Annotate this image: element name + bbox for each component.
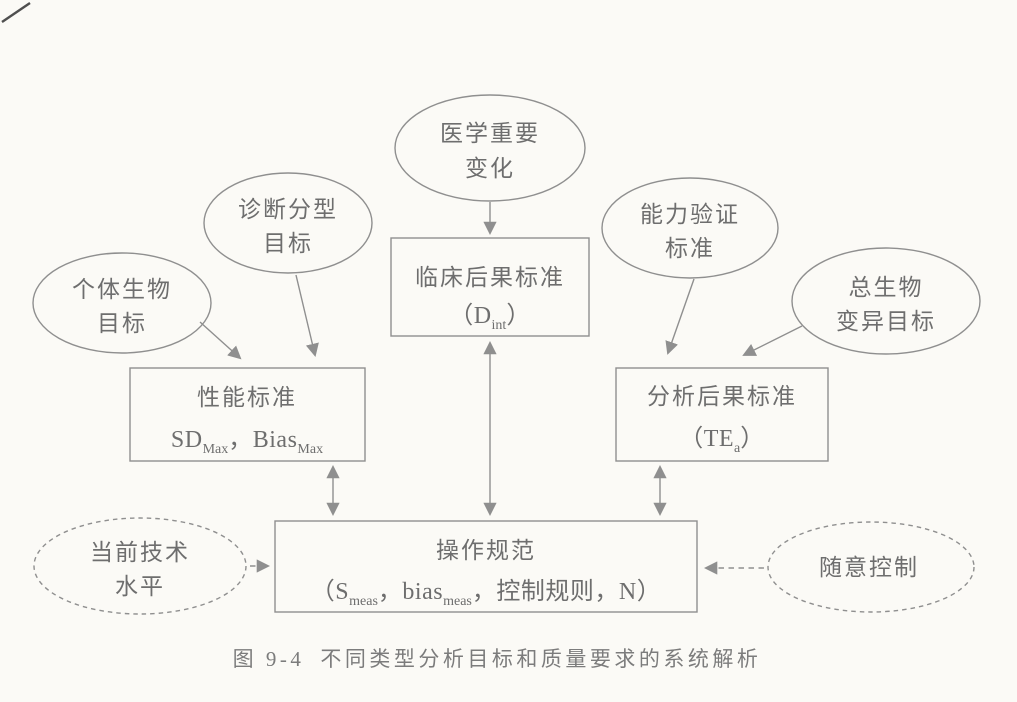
individual-bio-goal-label-line1: 个体生物 [72,277,172,302]
arrow-biological-to-analytical [742,325,803,356]
analytical-outcome-title: 分析后果标准 [647,384,797,409]
medical-change-label-line2: 变化 [465,156,515,181]
diagnostic-goal-label-line1: 诊断分型 [238,197,338,222]
analytical-outcome-outline [615,367,829,462]
ellipse-arbitrary-control: 随意控制 [767,521,975,613]
analytical-outcome-formula: （TEa） [679,426,765,456]
individual-bio-goal-label-line2: 目标 [97,311,147,336]
individual-bio-goal-outline [32,252,212,354]
ellipse-current-tech-level: 当前技术 水平 [33,517,247,615]
clinical-outcome-outline [390,237,590,337]
arrow-individual-to-performance [199,321,242,360]
medical-change-outline [394,94,586,202]
page-corner-mark [1,2,31,23]
ellipse-medical-change: 医学重要 变化 [394,94,586,202]
box-clinical-outcome: 临床后果标准 （Dint） [390,237,590,337]
arrow-diagnostic-to-performance [295,274,319,357]
arrow-proficiency-to-analytical [665,278,695,355]
proficiency-standard-label-line2: 标准 [665,236,715,261]
arbitrary-control-label: 随意控制 [819,555,919,580]
box-performance-criteria: 性能标准 SDMax，BiasMax [129,367,366,462]
figure-caption-text: 不同类型分析目标和质量要求的系统解析 [320,647,761,671]
proficiency-standard-outline [601,177,779,279]
clinical-outcome-formula: （Dint） [449,303,531,333]
diagnostic-goal-outline [203,172,373,274]
total-bio-variation-outline [791,247,981,355]
performance-outline [129,367,366,462]
operating-spec-outline [274,520,698,613]
ellipse-total-bio-variation-goal: 总生物 变异目标 [791,247,981,355]
total-bio-variation-label-line1: 总生物 [849,275,924,300]
operating-spec-title: 操作规范 [436,538,536,563]
diagnostic-goal-label-line2: 目标 [263,231,313,256]
ellipse-diagnostic-goal: 诊断分型 目标 [203,172,373,274]
box-operating-spec: 操作规范 （Smeas，biasmeas，控制规则，N） [274,520,698,613]
figure-caption-label: 图 9-4 [233,647,305,671]
ellipse-proficiency-standard: 能力验证 标准 [601,177,779,279]
performance-title: 性能标准 [197,385,297,410]
ellipse-individual-bio-goal: 个体生物 目标 [32,252,212,354]
performance-formula: SDMax，BiasMax [171,427,323,457]
clinical-outcome-title: 临床后果标准 [415,265,565,290]
current-tech-level-label-line2: 水平 [115,574,165,599]
arbitrary-control-outline [767,521,975,613]
proficiency-standard-label-line1: 能力验证 [640,202,740,227]
current-tech-level-label-line1: 当前技术 [90,540,190,565]
operating-spec-formula: （Smeas，biasmeas，控制规则，N） [311,578,661,609]
current-tech-level-outline [33,517,247,615]
box-analytical-outcome: 分析后果标准 （TEa） [615,367,829,462]
medical-change-label-line1: 医学重要 [440,121,540,146]
figure-caption: 图 9-4 不同类型分析目标和质量要求的系统解析 [233,647,762,671]
total-bio-variation-label-line2: 变异目标 [836,309,936,334]
